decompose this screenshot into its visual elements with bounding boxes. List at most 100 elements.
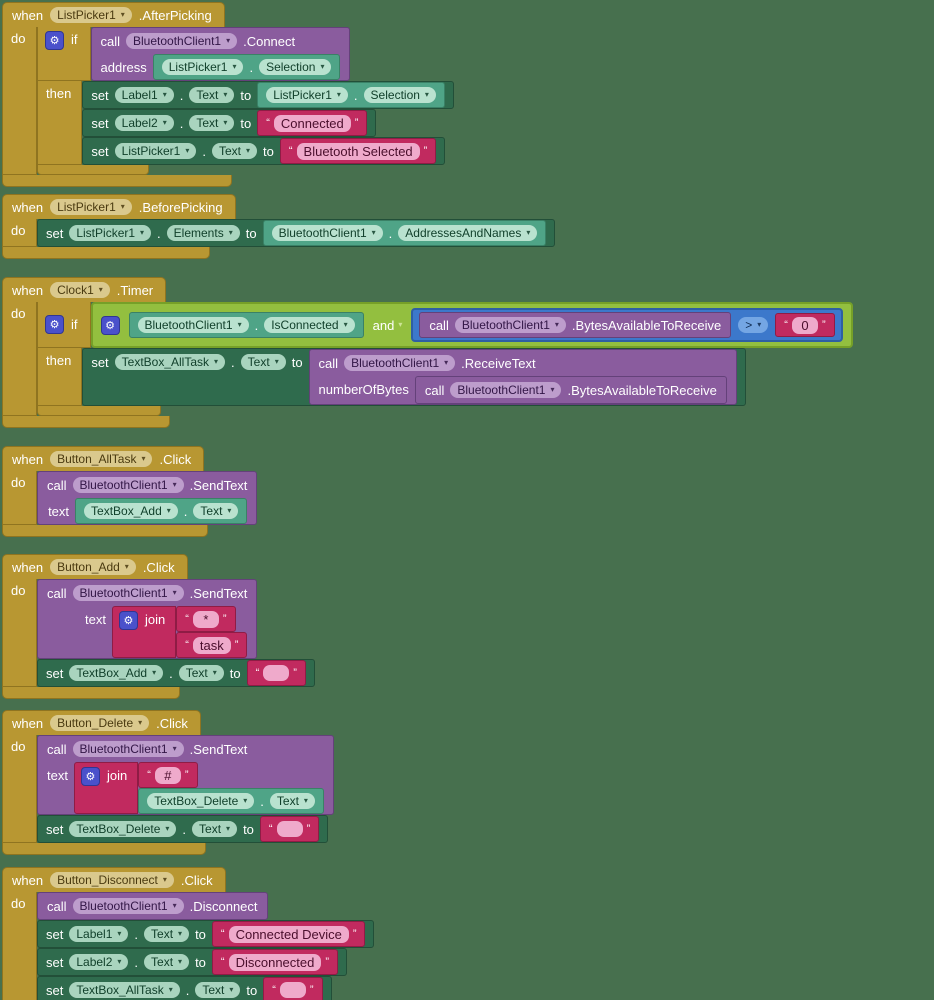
event-header[interactable]: when ListPicker1▾ .BeforePicking xyxy=(2,194,236,219)
call-sendtext-block[interactable]: call BluetoothClient1▾ .SendText text ⚙ … xyxy=(37,579,258,659)
property-dropdown[interactable]: Text▾ xyxy=(240,354,286,370)
string-block[interactable]: “*” xyxy=(176,606,236,632)
getter-textbox-add-text[interactable]: TextBox_Add▾ . Text▾ xyxy=(75,498,248,524)
call-bytesavailable-block[interactable]: call BluetoothClient1▾ .BytesAvailableTo… xyxy=(414,376,727,404)
call-bytesavailable-block[interactable]: call BluetoothClient1▾ .BytesAvailableTo… xyxy=(419,312,732,338)
string-block[interactable]: “” xyxy=(263,977,323,1000)
string-value[interactable]: Connected xyxy=(273,114,351,132)
set-textbox-add-block[interactable]: set TextBox_Add▾ . Text▾ to “” xyxy=(37,659,315,687)
getter-bluetooth-isconnected[interactable]: BluetoothClient1▾ . IsConnected▾ xyxy=(128,312,364,338)
component-dropdown[interactable]: BluetoothClient1▾ xyxy=(271,225,383,241)
call-sendtext-block[interactable]: call BluetoothClient1▾ .SendText text ⚙ … xyxy=(37,735,334,815)
string-block[interactable]: “Connected” xyxy=(257,110,368,136)
comparison-operator-dropdown[interactable]: >▾ xyxy=(738,317,769,333)
property-dropdown[interactable]: Text▾ xyxy=(144,926,190,942)
string-value[interactable]: Connected Device xyxy=(228,925,349,943)
set-textbox-alltask-block[interactable]: set TextBox_AllTask▾ . Text▾ to xyxy=(82,348,746,406)
join-block[interactable]: ⚙ join “#” TextBox_Delete▾ . Text▾ xyxy=(73,762,324,814)
and-block[interactable]: ⚙ BluetoothClient1▾ . IsConnected▾ and▾ xyxy=(90,302,853,348)
property-dropdown[interactable]: Text▾ xyxy=(193,503,239,519)
string-value[interactable]: Bluetooth Selected xyxy=(296,142,420,160)
string-value[interactable] xyxy=(263,665,290,681)
set-label2-text-block[interactable]: set Label2▾ . Text▾ to “Disconnected” xyxy=(37,948,348,976)
string-block[interactable]: “Disconnected” xyxy=(211,949,339,975)
when-block-listpicker-afterpicking[interactable]: when ListPicker1▾ .AfterPicking do ⚙ if xyxy=(2,2,454,187)
component-dropdown[interactable]: BluetoothClient1▾ xyxy=(454,317,566,333)
event-header[interactable]: when Button_AllTask▾ .Click xyxy=(2,446,205,471)
string-block[interactable]: “” xyxy=(246,660,306,686)
component-dropdown[interactable]: TextBox_Delete▾ xyxy=(147,793,255,809)
component-dropdown[interactable]: Button_Delete▾ xyxy=(50,715,150,731)
event-header[interactable]: when Button_Add▾ .Click xyxy=(2,554,188,579)
property-dropdown[interactable]: Selection▾ xyxy=(259,59,332,75)
property-dropdown[interactable]: Text▾ xyxy=(192,821,238,837)
component-dropdown[interactable]: ListPicker1▾ xyxy=(114,143,197,159)
string-value[interactable]: # xyxy=(154,766,181,784)
component-dropdown[interactable]: BluetoothClient1▾ xyxy=(72,741,184,757)
string-value[interactable]: Disconnected xyxy=(228,953,322,971)
string-block[interactable]: “#” xyxy=(138,762,198,788)
join-block[interactable]: ⚙ join “*” “task” xyxy=(111,606,248,658)
set-textbox-delete-block[interactable]: set TextBox_Delete▾ . Text▾ to “” xyxy=(37,815,329,843)
component-dropdown[interactable]: ListPicker1▾ xyxy=(69,225,152,241)
component-dropdown[interactable]: Button_Add▾ xyxy=(50,559,136,575)
component-dropdown[interactable]: TextBox_Add▾ xyxy=(84,503,178,519)
component-dropdown[interactable]: BluetoothClient1▾ xyxy=(72,585,184,601)
when-block-button-delete-click[interactable]: when Button_Delete▾ .Click do call Bluet… xyxy=(2,710,334,855)
when-block-button-disconnect-click[interactable]: when Button_Disconnect▾ .Click do call B… xyxy=(2,867,375,1000)
component-dropdown[interactable]: Button_Disconnect▾ xyxy=(50,872,174,888)
property-dropdown[interactable]: AddressesAndNames▾ xyxy=(398,225,538,241)
component-dropdown[interactable]: ListPicker1▾ xyxy=(50,7,132,23)
getter-textbox-delete-text[interactable]: TextBox_Delete▾ . Text▾ xyxy=(138,788,324,814)
string-value[interactable] xyxy=(276,821,303,837)
string-value[interactable]: 0 xyxy=(791,316,818,334)
component-dropdown[interactable]: ListPicker1▾ xyxy=(161,59,244,75)
getter-bluetooth-addressesandnames[interactable]: BluetoothClient1▾ . AddressesAndNames▾ xyxy=(262,220,547,246)
when-block-button-alltask-click[interactable]: when Button_AllTask▾ .Click do call Blue… xyxy=(2,446,258,537)
event-header[interactable]: when Button_Delete▾ .Click xyxy=(2,710,201,735)
set-label2-text-block[interactable]: set Label2▾ . Text▾ to “Connected” xyxy=(82,109,377,137)
gear-icon[interactable]: ⚙ xyxy=(118,611,138,630)
set-listpicker-elements-block[interactable]: set ListPicker1▾ . Elements▾ to Bluetoot… xyxy=(37,219,556,247)
component-dropdown[interactable]: BluetoothClient1▾ xyxy=(72,477,184,493)
if-block[interactable]: ⚙ if call BluetoothClient1▾ .Connect xyxy=(37,27,454,175)
component-dropdown[interactable]: BluetoothClient1▾ xyxy=(450,382,562,398)
when-block-clock-timer[interactable]: when Clock1▾ .Timer do ⚙ if ⚙ Blu xyxy=(2,277,853,428)
when-block-button-add-click[interactable]: when Button_Add▾ .Click do call Bluetoot… xyxy=(2,554,315,699)
component-dropdown[interactable]: Label2▾ xyxy=(114,115,174,131)
set-label1-text-block[interactable]: set Label1▾ . Text▾ to “Connected Device… xyxy=(37,920,375,948)
component-dropdown[interactable]: TextBox_AllTask▾ xyxy=(69,982,180,998)
gear-icon[interactable]: ⚙ xyxy=(45,31,64,50)
component-dropdown[interactable]: TextBox_AllTask▾ xyxy=(114,354,226,370)
call-receivetext-block[interactable]: call BluetoothClient1▾ .ReceiveText numb… xyxy=(308,349,737,405)
string-value[interactable]: task xyxy=(192,636,231,654)
comparison-block[interactable]: call BluetoothClient1▾ .BytesAvailableTo… xyxy=(411,308,843,342)
event-header[interactable]: when ListPicker1▾ .AfterPicking xyxy=(2,2,225,27)
component-dropdown[interactable]: BluetoothClient1▾ xyxy=(137,317,249,333)
when-block-listpicker-beforepicking[interactable]: when ListPicker1▾ .BeforePicking do set … xyxy=(2,194,556,259)
if-block[interactable]: ⚙ if ⚙ BluetoothClient1▾ . IsConnected▾ … xyxy=(37,302,853,416)
component-dropdown[interactable]: ListPicker1▾ xyxy=(266,87,348,103)
gear-icon[interactable]: ⚙ xyxy=(100,315,120,335)
component-dropdown[interactable]: Label1▾ xyxy=(114,87,174,103)
string-block[interactable]: “Bluetooth Selected” xyxy=(279,138,437,164)
property-dropdown[interactable]: Selection▾ xyxy=(363,87,436,103)
property-dropdown[interactable]: Text▾ xyxy=(269,793,315,809)
event-header[interactable]: when Button_Disconnect▾ .Click xyxy=(2,867,226,892)
property-dropdown[interactable]: IsConnected▾ xyxy=(264,317,355,333)
component-dropdown[interactable]: Label1▾ xyxy=(69,926,129,942)
component-dropdown[interactable]: BluetoothClient1▾ xyxy=(344,355,456,371)
property-dropdown[interactable]: Text▾ xyxy=(195,982,241,998)
getter-listpicker-selection[interactable]: ListPicker1▾ . Selection▾ xyxy=(152,54,341,80)
gear-icon[interactable]: ⚙ xyxy=(45,315,64,334)
and-operator-dropdown[interactable]: and▾ xyxy=(373,318,403,333)
component-dropdown[interactable]: Clock1▾ xyxy=(50,282,110,298)
component-dropdown[interactable]: TextBox_Delete▾ xyxy=(69,821,177,837)
component-dropdown[interactable]: BluetoothClient1▾ xyxy=(72,898,184,914)
property-dropdown[interactable]: Text▾ xyxy=(211,143,258,159)
property-dropdown[interactable]: Text▾ xyxy=(189,87,235,103)
gear-icon[interactable]: ⚙ xyxy=(80,767,100,786)
component-dropdown[interactable]: ListPicker1▾ xyxy=(50,199,132,215)
call-connect-block[interactable]: call BluetoothClient1▾ .Connect address … xyxy=(90,27,351,81)
